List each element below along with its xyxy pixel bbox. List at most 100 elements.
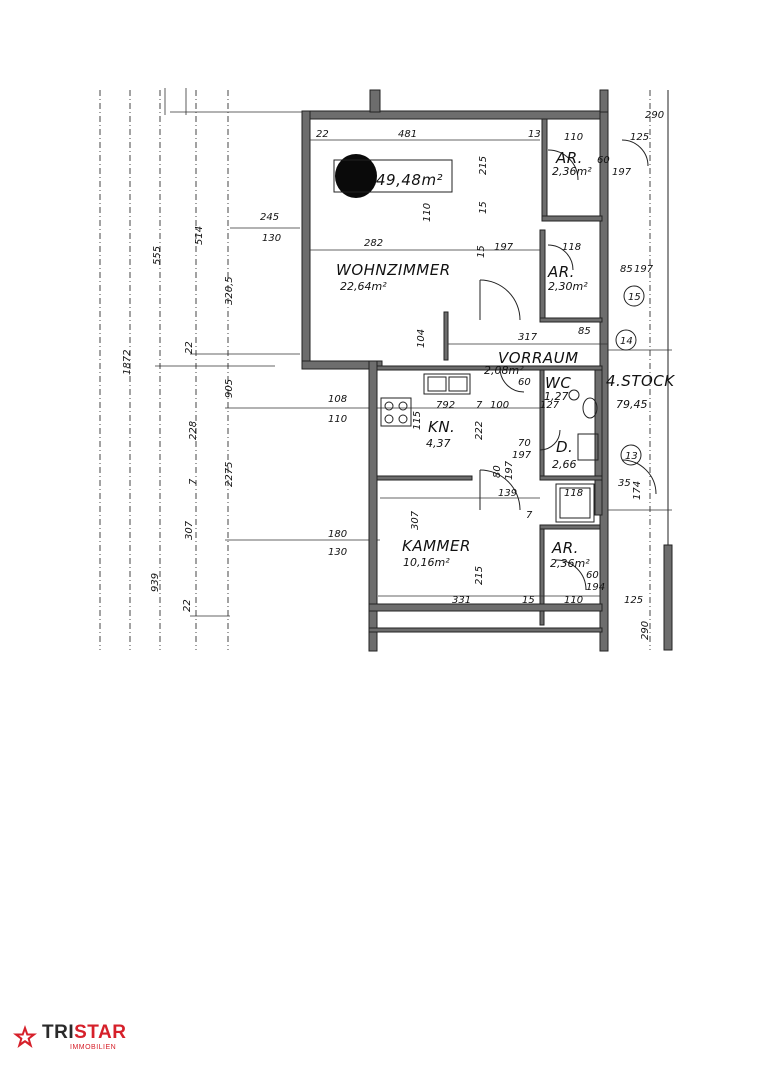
room-area-kueche: 4,37 xyxy=(426,437,451,450)
dim-inner-27: 139 xyxy=(498,488,517,499)
room-area-kammer: 10,16m² xyxy=(403,556,450,569)
room-area-wc: 1,27 xyxy=(544,390,569,403)
dim-inner-6: 118 xyxy=(562,242,581,253)
dim-inner-1: 110 xyxy=(422,203,433,222)
room-area-ar-1: 2,36m² xyxy=(552,165,592,178)
dim-top-6: 125 xyxy=(630,132,649,143)
room-label-ar-1: AR. xyxy=(555,149,583,167)
star-logo-icon xyxy=(13,1025,37,1048)
dim-inner-39: 7 xyxy=(526,510,533,521)
dim-inner-13: 110 xyxy=(328,414,347,425)
dim-left-6: 22 xyxy=(184,341,195,354)
dim-left-12: 939 xyxy=(150,573,161,592)
level-markers: 15 14 13 xyxy=(615,285,645,466)
dim-left-2: 514 xyxy=(194,226,205,245)
dim-inner-18: 115 xyxy=(412,411,423,430)
dim-inner-0: 215 xyxy=(478,156,489,175)
tristar-logo: TRISTAR IMMOBILIEN xyxy=(12,1022,126,1052)
marker-15: 15 xyxy=(628,292,641,303)
dim-top-2: 13 xyxy=(528,129,541,140)
dim-left-10: 2275 xyxy=(224,462,235,487)
dim-inner-12: 108 xyxy=(328,394,347,405)
dim-inner-38: 290 xyxy=(640,621,651,640)
dim-inner-24: 307 xyxy=(410,510,421,530)
dim-inner-21: 197 xyxy=(512,450,532,461)
dim-inner-37: 194 xyxy=(586,582,605,593)
bathroom-fixtures xyxy=(555,389,599,523)
left-dimension-lines xyxy=(99,88,380,650)
floor-level: 79,45 xyxy=(616,398,648,411)
dim-inner-8: 197 xyxy=(634,264,654,275)
dim-top-0: 22 xyxy=(316,129,329,140)
dim-left-13: 22 xyxy=(182,599,193,612)
floor-label: 4.STOCK xyxy=(606,372,675,390)
dim-inner-16: 100 xyxy=(490,400,509,411)
room-label-kammer: KAMMER xyxy=(402,537,471,555)
dim-inner-15: 7 xyxy=(476,400,483,411)
room-label-ar-3: AR. xyxy=(551,539,579,557)
logo-brand-tri: TRI xyxy=(42,1022,75,1043)
dim-inner-20: 70 xyxy=(518,438,531,449)
door-swings xyxy=(310,139,657,597)
dimension-labels: 22 481 13 110 60 197 125 290 245 130 514… xyxy=(122,110,664,640)
dim-top-1: 481 xyxy=(398,129,417,140)
dim-inner-34: 110 xyxy=(564,595,583,606)
room-label-kueche: KN. xyxy=(428,418,455,436)
dim-inner-11: 85 xyxy=(578,326,591,337)
dim-left-1: 130 xyxy=(262,233,281,244)
dim-left-9: 7 xyxy=(188,478,199,485)
dim-inner-2: 15 xyxy=(478,201,489,214)
dim-inner-32: 331 xyxy=(452,595,471,606)
dim-inner-25: 80 xyxy=(492,465,503,478)
room-label-wohnzimmer: WOHNZIMMER xyxy=(336,261,451,279)
dim-inner-40: 60 xyxy=(518,377,531,388)
logo-brand: TRISTAR xyxy=(42,1023,126,1042)
dim-left-5: 1872 xyxy=(122,350,133,375)
total-area-box xyxy=(333,159,453,193)
logo-sub: IMMOBILIEN xyxy=(70,1044,117,1051)
dim-inner-26: 197 xyxy=(504,460,515,480)
dim-left-0: 245 xyxy=(260,212,279,223)
dim-top-4: 60 xyxy=(597,155,610,166)
room-label-ar-2: AR. xyxy=(547,263,575,281)
dim-top-5: 197 xyxy=(612,167,632,178)
marker-14: 14 xyxy=(620,336,633,347)
room-area-wohnzimmer: 22,64m² xyxy=(340,280,387,293)
dim-inner-30: 174 xyxy=(632,481,643,500)
dim-inner-33: 15 xyxy=(522,595,535,606)
dim-inner-4: 15 xyxy=(476,245,487,258)
dim-left-3: 555 xyxy=(152,246,163,265)
dim-left-7: 905 xyxy=(224,379,235,398)
total-area: 49,48m² xyxy=(376,171,443,189)
dim-inner-31: 215 xyxy=(474,566,485,585)
room-label-dusche: D. xyxy=(556,438,573,456)
dim-inner-29: 35 xyxy=(618,478,631,489)
room-label-vorraum: VORRAUM xyxy=(498,349,579,367)
marker-13: 13 xyxy=(625,451,638,462)
dim-inner-14: 792 xyxy=(436,400,455,411)
redaction-blob xyxy=(335,154,377,198)
dim-left-8: 228 xyxy=(188,421,199,440)
dim-inner-3: 282 xyxy=(364,238,383,249)
dim-top-3: 110 xyxy=(564,132,583,143)
logo-brand-star: STAR xyxy=(74,1022,127,1043)
room-label-wc: WC xyxy=(545,374,571,392)
room-area-vorraum: 2,08m² xyxy=(484,364,524,377)
dim-inner-17: 127 xyxy=(540,400,560,411)
dim-inner-9: 104 xyxy=(416,329,427,348)
dim-inner-7: 85 xyxy=(620,264,633,275)
dim-left-4: 320,5 xyxy=(224,276,235,305)
kitchen-fixtures xyxy=(380,373,471,427)
room-area-ar-2: 2,30m² xyxy=(548,280,588,293)
dim-inner-5: 197 xyxy=(494,242,514,253)
room-labels: WOHNZIMMER 22,64m² VORRAUM 2,08m² KN. 4,… xyxy=(336,149,675,570)
dim-inner-28: 118 xyxy=(564,488,583,499)
dim-top-7: 290 xyxy=(645,110,664,121)
dim-inner-36: 60 xyxy=(586,570,599,581)
room-area-dusche: 2,66 xyxy=(552,458,577,471)
room-area-ar-3: 2,36m² xyxy=(550,557,590,570)
dim-inner-35: 125 xyxy=(624,595,643,606)
dim-left-11: 307 xyxy=(184,520,195,540)
dim-inner-23: 130 xyxy=(328,547,347,558)
